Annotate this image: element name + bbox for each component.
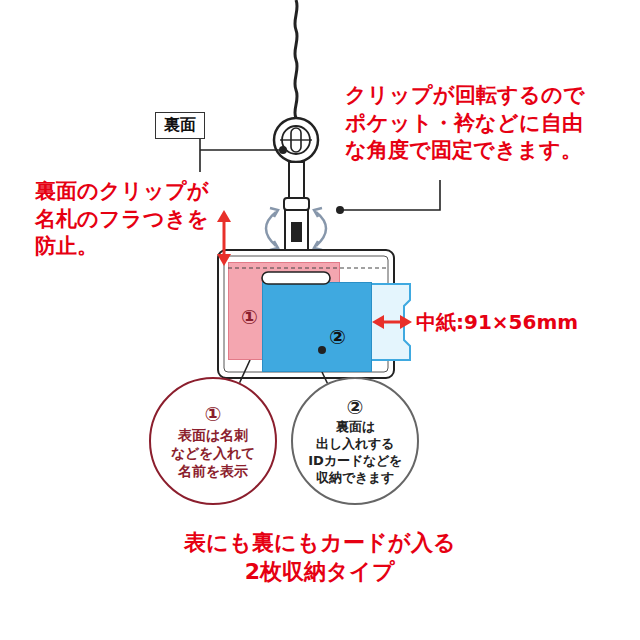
rotation-note: クリップが回転するので ポケット・衿などに自由 な角度で固定できます。 bbox=[345, 82, 607, 165]
callout-text: 表面は名刺 などを入れて 名前を表示 bbox=[163, 426, 263, 481]
callout-text: 裏面は 出し入れする IDカードなどを 収納できます bbox=[303, 419, 407, 487]
swivel-clip bbox=[284, 162, 309, 262]
holder-inner bbox=[224, 256, 388, 372]
reel bbox=[274, 118, 318, 162]
strap-slot bbox=[262, 272, 330, 284]
callout-number: ② bbox=[347, 395, 364, 419]
callout-number: ① bbox=[241, 307, 258, 327]
dimension-label: 中紙:91×56mm bbox=[416, 309, 631, 335]
summary-caption: 表にも裏にもカードが入る 2枚収納タイプ bbox=[120, 528, 520, 586]
leader-dot bbox=[279, 146, 287, 154]
callout-circle: ①表面は名刺 などを入れて 名前を表示 bbox=[149, 377, 277, 505]
callout-number: ② bbox=[329, 327, 346, 347]
clip-note: 裏面のクリップが 名札のフラつきを 防止。 bbox=[35, 178, 215, 261]
red-arrows bbox=[217, 210, 412, 329]
leader-line bbox=[322, 372, 327, 383]
leader-lines bbox=[200, 139, 440, 371]
leader-dot bbox=[336, 206, 344, 214]
leader-dot bbox=[318, 346, 326, 354]
seal-line bbox=[228, 267, 386, 268]
leader-line bbox=[240, 360, 250, 383]
tag-text: 裏面 bbox=[164, 115, 196, 136]
callout-number: ① bbox=[205, 402, 222, 426]
side-tag: 裏面 bbox=[155, 112, 205, 139]
rotation-arrows bbox=[266, 208, 326, 250]
holder-frame bbox=[218, 250, 394, 378]
reel-cord bbox=[295, 0, 297, 118]
callout-circle: ②裏面は 出し入れする IDカードなどを 収納できます bbox=[291, 377, 419, 505]
card-area: ② bbox=[262, 282, 372, 372]
